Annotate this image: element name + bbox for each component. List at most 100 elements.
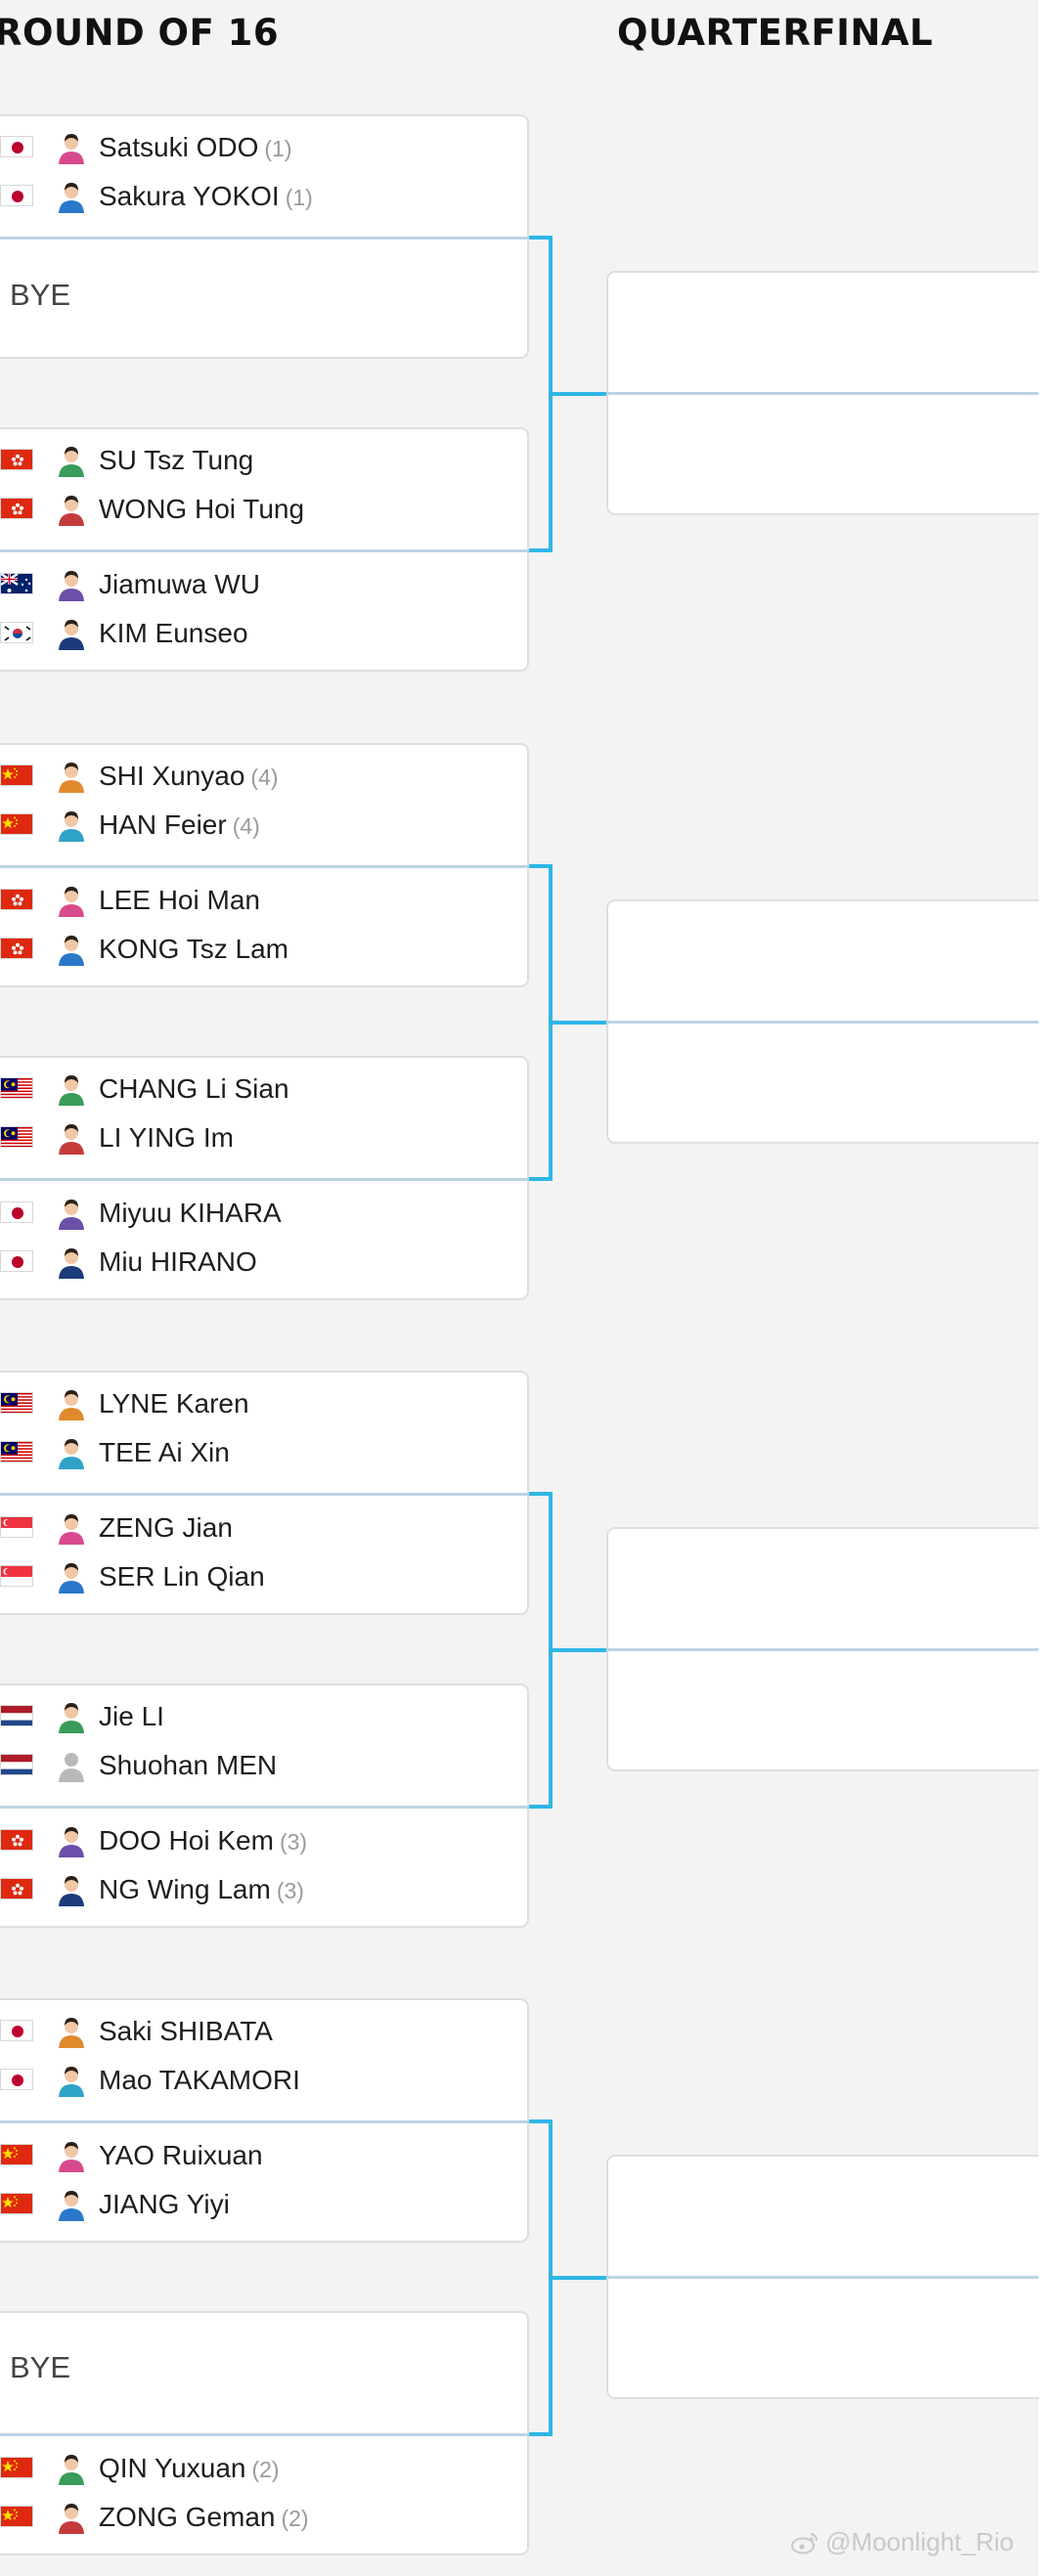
player-row[interactable]: NG Wing Lam(3) (0, 1871, 509, 1910)
player-row[interactable]: HAN Feier(4) (0, 807, 509, 846)
hongkong-flag-icon (0, 449, 33, 470)
player-row[interactable]: ZENG Jian (0, 1509, 509, 1549)
player-name: Miyuu KIHARA (99, 1198, 282, 1229)
player-row[interactable]: KONG Tsz Lam (0, 931, 509, 970)
player-name: WONG Hoi Tung (99, 494, 304, 525)
hongkong-flag-icon (0, 1829, 33, 1851)
row-divider (0, 1806, 529, 1809)
bracket-connector (553, 1021, 606, 1025)
player-name: KIM Eunseo (99, 618, 248, 649)
weibo-icon (791, 2532, 818, 2554)
player-row[interactable]: Sakura YOKOI(1) (0, 178, 509, 217)
player-row[interactable]: TEE Ai Xin (0, 1434, 509, 1473)
player-row[interactable]: LEE Hoi Man (0, 882, 509, 921)
player-name-text: CHANG Li Sian (99, 1073, 289, 1104)
player-row[interactable]: LYNE Karen (0, 1385, 509, 1424)
player-avatar (56, 131, 87, 164)
seed-badge: (3) (279, 1829, 308, 1855)
player-avatar (56, 568, 87, 601)
player-name: Saki SHIBATA (99, 2016, 273, 2047)
singapore-flag-icon (0, 1565, 33, 1587)
player-name: Satsuki ODO(1) (99, 132, 292, 163)
watermark: @Moonlight_Rio (790, 2527, 1014, 2557)
row-divider (0, 865, 529, 868)
player-name-text: Jiamuwa WU (99, 569, 260, 599)
bracket-connector (529, 2432, 553, 2436)
bracket-connector (549, 864, 553, 1181)
seed-badge: (1) (285, 185, 313, 210)
row-divider (0, 2433, 529, 2436)
singapore-flag-icon (0, 1516, 33, 1538)
player-name: LEE Hoi Man (99, 885, 260, 916)
player-name: DOO Hoi Kem(3) (99, 1825, 307, 1856)
player-row[interactable]: DOO Hoi Kem(3) (0, 1822, 509, 1861)
watermark-text: @Moonlight_Rio (825, 2527, 1014, 2556)
player-avatar (56, 884, 87, 917)
player-row[interactable]: SHI Xunyao(4) (0, 758, 509, 797)
japan-flag-icon (0, 1250, 33, 1272)
netherlands-flag-icon (0, 1705, 33, 1726)
player-row[interactable]: YAO Ruixuan (0, 2137, 509, 2176)
china-flag-icon (0, 2506, 33, 2527)
bye-label: BYE (10, 278, 71, 312)
player-name: KONG Tsz Lam (99, 934, 288, 965)
player-row[interactable]: WONG Hoi Tung (0, 491, 509, 530)
player-name: SHI Xunyao(4) (99, 761, 279, 792)
quarterfinal-divider (606, 392, 1039, 395)
player-row[interactable]: Miyuu KIHARA (0, 1195, 509, 1234)
player-name-text: ZONG Geman (99, 2502, 276, 2532)
player-row[interactable]: Jiamuwa WU (0, 566, 509, 605)
player-name-text: LI YING Im (99, 1122, 234, 1153)
player-avatar (56, 1197, 87, 1230)
player-row[interactable]: QIN Yuxuan(2) (0, 2450, 509, 2489)
player-row[interactable]: SER Lin Qian (0, 1558, 509, 1597)
player-row[interactable]: ZONG Geman(2) (0, 2499, 509, 2538)
player-row[interactable]: Saki SHIBATA (0, 2013, 509, 2052)
hongkong-flag-icon (0, 889, 33, 910)
seed-badge: (1) (264, 136, 292, 161)
hongkong-flag-icon (0, 498, 33, 519)
player-row[interactable]: Mao TAKAMORI (0, 2062, 509, 2101)
player-name: Jie LI (99, 1701, 164, 1732)
bracket-connector (549, 1492, 553, 1809)
player-name-text: Jie LI (99, 1701, 164, 1731)
player-row[interactable]: LI YING Im (0, 1119, 509, 1158)
player-name-text: KONG Tsz Lam (99, 934, 288, 964)
player-name: HAN Feier(4) (99, 809, 260, 841)
player-name-text: Mao TAKAMORI (99, 2065, 300, 2095)
china-flag-icon (0, 2193, 33, 2214)
player-avatar (56, 1560, 87, 1594)
australia-flag-icon (0, 573, 33, 594)
player-name-text: JIANG Yiyi (99, 2189, 230, 2219)
bracket-connector (529, 236, 553, 240)
player-name-text: Sakura YOKOI (99, 181, 280, 211)
player-row[interactable]: JIANG Yiyi (0, 2186, 509, 2225)
player-row[interactable]: CHANG Li Sian (0, 1070, 509, 1110)
player-name-text: SER Lin Qian (99, 1561, 265, 1592)
malaysia-flag-icon (0, 1077, 33, 1099)
player-row[interactable]: Shuohan MEN (0, 1747, 509, 1786)
player-row[interactable]: SU Tsz Tung (0, 442, 509, 481)
seed-badge: (2) (281, 2506, 309, 2531)
player-name-text: KIM Eunseo (99, 618, 248, 648)
china-flag-icon (0, 813, 33, 835)
row-divider (0, 2120, 529, 2123)
page-margin (1039, 0, 1064, 2576)
player-name: JIANG Yiyi (99, 2189, 230, 2220)
player-avatar (56, 444, 87, 477)
player-row[interactable]: KIM Eunseo (0, 615, 509, 654)
player-name-text: LEE Hoi Man (99, 885, 260, 915)
player-avatar (56, 2015, 87, 2048)
player-row[interactable]: Miu HIRANO (0, 1244, 509, 1283)
player-row[interactable]: Jie LI (0, 1698, 509, 1737)
malaysia-flag-icon (0, 1126, 33, 1148)
seed-badge: (2) (251, 2457, 280, 2482)
korea-flag-icon (0, 622, 33, 643)
player-name: QIN Yuxuan(2) (99, 2453, 280, 2484)
player-avatar (56, 493, 87, 526)
player-name: ZENG Jian (99, 1512, 233, 1544)
quarterfinal-divider (606, 1648, 1039, 1651)
player-row[interactable]: Satsuki ODO(1) (0, 129, 509, 168)
player-name-text: SHI Xunyao (99, 761, 245, 791)
player-name-text: Satsuki ODO (99, 132, 259, 162)
